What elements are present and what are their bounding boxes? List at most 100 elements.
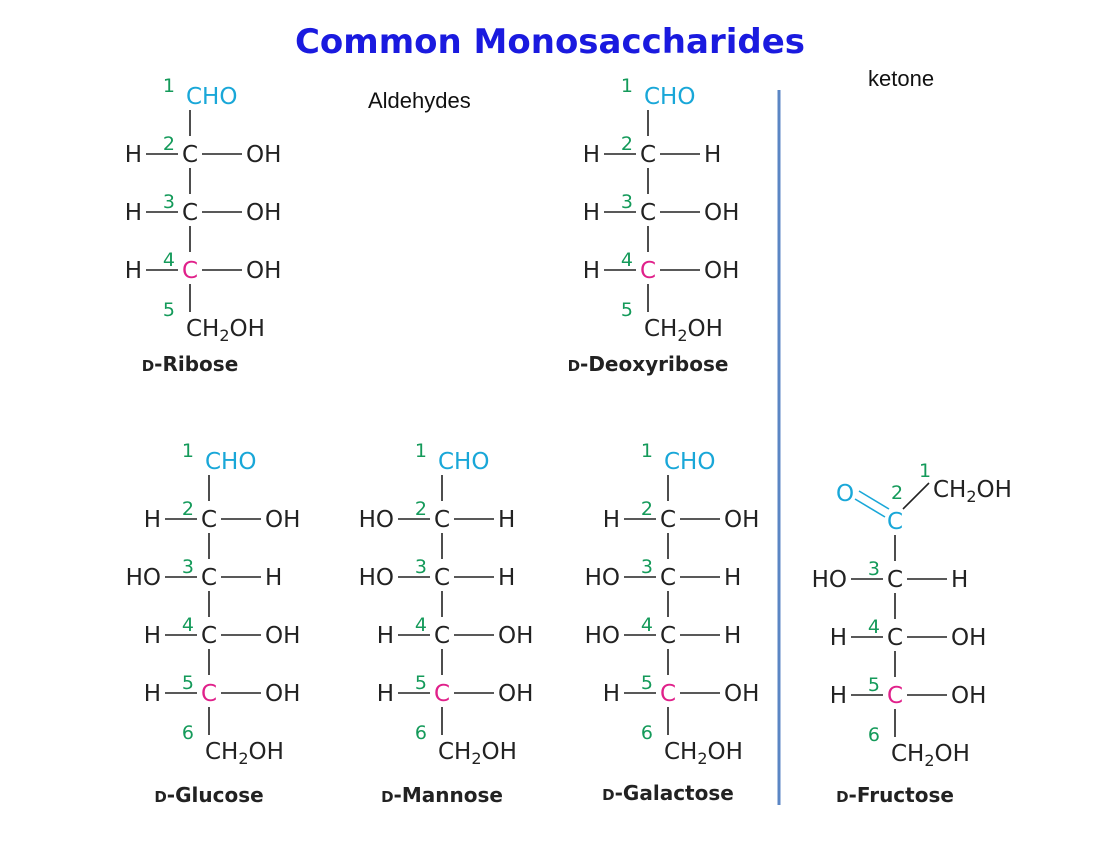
carbon-number: 1 [919,460,931,482]
ch2oh-group: CH2OH [186,316,265,345]
right-substituent: OH [724,681,759,707]
d-prefix: D [602,786,614,804]
left-substituent: H [377,623,394,649]
aldehydes-label: Aldehydes [368,88,471,113]
right-substituent: OH [246,258,281,284]
ketone-oxygen: O [836,481,854,507]
carbon-number: 6 [641,722,653,744]
left-substituent: H [583,200,600,226]
left-substituent: H [125,258,142,284]
left-substituent: HO [126,565,161,591]
carbon-number: 3 [641,556,653,578]
right-substituent: H [704,142,721,168]
carbon-number: 3 [621,191,633,213]
carbon-number: 3 [163,191,175,213]
carbon-atom: C [660,681,676,707]
molecule-name-text: -Glucose [167,783,264,807]
left-substituent: H [144,507,161,533]
carbon-atom: C [660,507,676,533]
right-substituent: OH [498,681,533,707]
right-substituent: H [498,565,515,591]
carbon-number: 3 [868,558,880,580]
ch2oh-group: CH2OH [664,739,743,768]
right-substituent: H [724,565,741,591]
left-substituent: H [830,625,847,651]
carbon-number: 5 [415,672,427,694]
molecule-name: D-Glucose [154,783,263,807]
carbon-atom: C [182,258,198,284]
carbon-atom: C [201,681,217,707]
carbon-number: 2 [415,498,427,520]
left-substituent: H [603,681,620,707]
carbon-atom: C [640,200,656,226]
double-bond [858,490,890,510]
carbon-number: 6 [182,722,194,744]
aldehyde-group: CHO [644,84,695,110]
left-substituent: H [377,681,394,707]
ch2oh-group: CH2OH [438,739,517,768]
ch2oh-group: CH2OH [933,477,1012,506]
d-prefix: D [142,357,154,375]
ketone-label: ketone [868,66,935,91]
d-prefix: D [154,788,166,806]
left-substituent: HO [812,567,847,593]
left-substituent: HO [359,565,394,591]
left-substituent: H [125,142,142,168]
carbon-atom: C [660,623,676,649]
molecule-name: D-Ribose [142,352,239,376]
carbon-atom: C [640,142,656,168]
carbon-number: 6 [415,722,427,744]
left-substituent: H [125,200,142,226]
carbon-atom: C [201,565,217,591]
carbon-number: 4 [868,616,880,638]
carbon-number: 4 [182,614,194,636]
carbon-atom: C [887,567,903,593]
carbon-atom: C [201,623,217,649]
carbon-number: 5 [163,299,175,321]
carbon-number: 2 [891,482,903,504]
carbon-atom: C [887,625,903,651]
right-substituent: OH [724,507,759,533]
right-substituent: OH [265,681,300,707]
carbon-number: 5 [182,672,194,694]
left-substituent: H [603,507,620,533]
carbon-atom: C [182,200,198,226]
left-substituent: HO [585,565,620,591]
molecule-name: D-Fructose [836,783,954,807]
right-substituent: OH [704,200,739,226]
aldehyde-group: CHO [205,449,256,475]
molecule-name-text: -Galactose [615,781,734,805]
right-substituent: OH [265,623,300,649]
right-substituent: OH [704,258,739,284]
molecule-name-text: -Ribose [154,352,238,376]
carbon-atom: C [434,681,450,707]
carbon-number: 5 [621,299,633,321]
left-substituent: HO [359,507,394,533]
page-title: Common Monosaccharides [294,22,806,62]
carbon-number: 1 [415,440,427,462]
d-prefix: D [381,788,393,806]
carbon-number: 4 [415,614,427,636]
molecule-name: D-Galactose [602,781,734,805]
carbon-number: 5 [868,674,880,696]
carbon-atom: C [640,258,656,284]
right-substituent: OH [265,507,300,533]
carbon-number: 4 [621,249,633,271]
carbon-atom: C [887,683,903,709]
carbon-number: 1 [182,440,194,462]
left-substituent: HO [585,623,620,649]
aldehyde-group: CHO [186,84,237,110]
carbon-number: 1 [621,75,633,97]
left-substituent: H [144,623,161,649]
molecule-name-text: -Mannose [394,783,503,807]
left-substituent: H [830,683,847,709]
ch2oh-group: CH2OH [644,316,723,345]
right-substituent: H [265,565,282,591]
carbon-atom: C [201,507,217,533]
